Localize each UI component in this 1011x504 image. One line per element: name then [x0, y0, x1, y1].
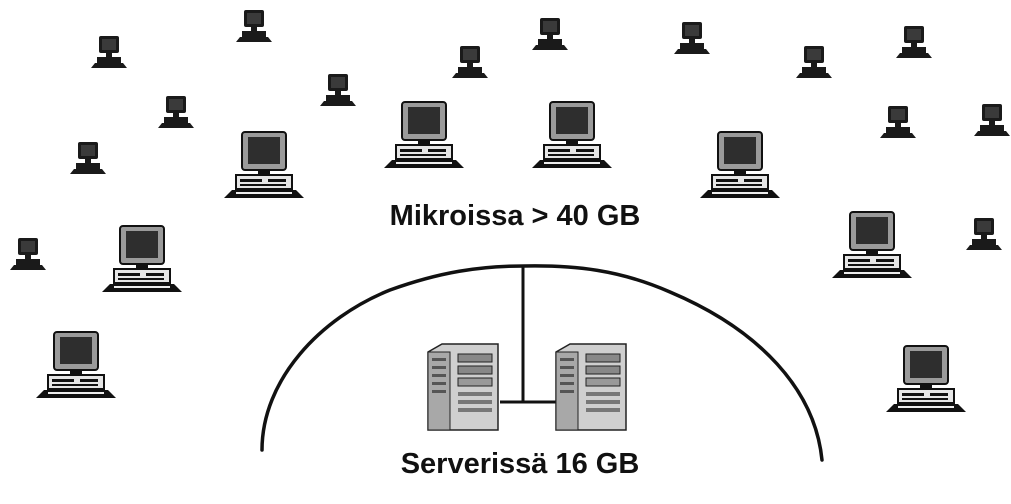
server-icon — [427, 343, 499, 431]
workstation-icon — [10, 238, 46, 270]
workstations-storage-label: Mikroissa > 40 GB — [389, 200, 641, 232]
workstation-icon — [452, 46, 488, 78]
workstation-icon — [35, 331, 117, 399]
workstation-icon — [885, 345, 967, 413]
workstation-icon — [699, 131, 781, 199]
workstation-icon — [674, 22, 710, 54]
server-icon — [555, 343, 627, 431]
workstation-icon — [70, 142, 106, 174]
workstation-icon — [101, 225, 183, 293]
workstation-icon — [531, 101, 613, 169]
workstation-icon — [796, 46, 832, 78]
servers-storage-label: Serverissä 16 GB — [400, 448, 640, 480]
workstation-icon — [831, 211, 913, 279]
workstation-icon — [966, 218, 1002, 250]
workstation-icon — [880, 106, 916, 138]
workstation-icon — [896, 26, 932, 58]
workstation-icon — [223, 131, 305, 199]
workstation-icon — [158, 96, 194, 128]
workstation-icon — [974, 104, 1010, 136]
workstation-icon — [236, 10, 272, 42]
workstation-icon — [91, 36, 127, 68]
workstation-icon — [320, 74, 356, 106]
network-boundary-arc — [260, 264, 824, 462]
workstation-icon — [532, 18, 568, 50]
workstation-icon — [383, 101, 465, 169]
